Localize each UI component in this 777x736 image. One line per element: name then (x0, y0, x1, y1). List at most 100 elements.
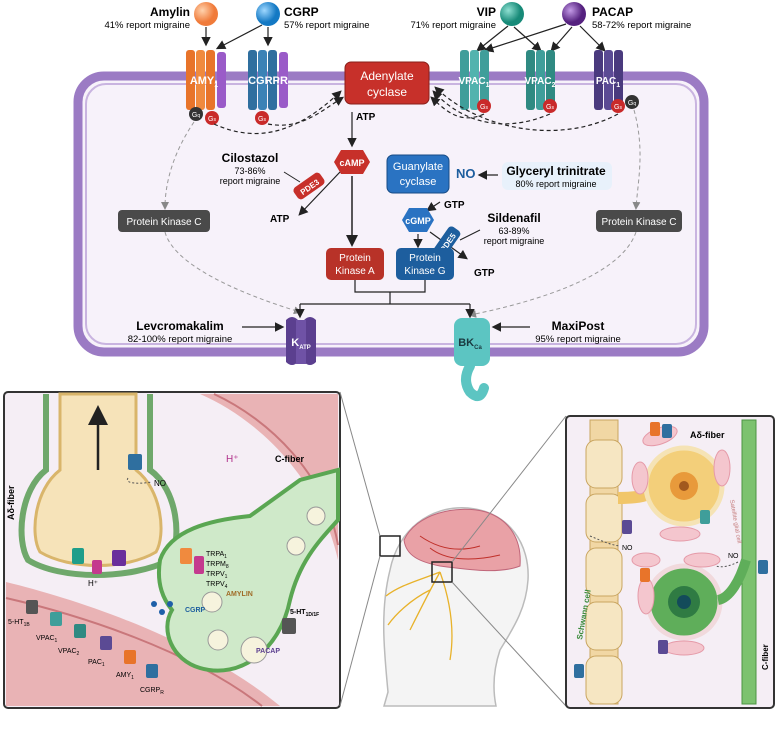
kinase-to-channel-lines (295, 280, 475, 319)
svg-text:41% report migraine: 41% report migraine (104, 20, 190, 31)
svg-text:NO: NO (728, 553, 739, 560)
gprotein-dashed-arrows (213, 86, 619, 135)
svg-text:R: R (280, 75, 288, 87)
svg-text:PAC1: PAC1 (596, 76, 620, 89)
svg-text:58-72% report migraine: 58-72% report migraine (592, 20, 691, 31)
vpac1-receptor: VPAC1 Gs (459, 50, 491, 113)
svg-text:C-fiber: C-fiber (275, 454, 304, 464)
vpac2-receptor: VPAC2 Gs (525, 50, 557, 113)
gtp-mid-label: GTP (444, 200, 465, 211)
head-illustration (339, 391, 567, 707)
protein-kinase-c-left: Protein Kinase C (118, 210, 210, 232)
svg-text:57% report migraine: 57% report migraine (284, 20, 370, 31)
svg-text:TRPV4: TRPV4 (206, 581, 228, 590)
svg-text:Gs: Gs (208, 116, 216, 123)
svg-text:Protein Kinase C: Protein Kinase C (126, 217, 201, 228)
maxipost-label: MaxiPost 95% report migraine (535, 319, 621, 345)
svg-text:TRPM8: TRPM8 (206, 561, 229, 570)
svg-text:Protein Kinase C: Protein Kinase C (601, 217, 676, 228)
svg-text:VIP: VIP (477, 5, 496, 19)
svg-text:Amylin: Amylin (150, 5, 190, 19)
svg-text:Gq: Gq (628, 100, 636, 107)
protein-kinase-a: Protein Kinase A (326, 248, 384, 280)
svg-text:report migraine: report migraine (220, 176, 281, 186)
svg-text:82-100% report migraine: 82-100% report migraine (128, 334, 233, 345)
pac1-receptor: PAC1 Gs Gq (594, 50, 639, 113)
svg-text:Cilostazol: Cilostazol (222, 151, 279, 165)
svg-text:73-86%: 73-86% (234, 166, 265, 176)
svg-text:NO: NO (622, 545, 633, 552)
svg-text:C-fiber: C-fiber (761, 644, 770, 670)
amylin-ligand: Amylin 41% report migraine (104, 2, 218, 31)
svg-text:BKCa: BKCa (458, 337, 482, 351)
svg-text:Kinase A: Kinase A (335, 266, 375, 277)
svg-text:TRPA1: TRPA1 (206, 551, 227, 560)
svg-text:Protein: Protein (409, 253, 441, 264)
atp-label: ATP (356, 112, 376, 123)
svg-text:VPAC1: VPAC1 (36, 635, 58, 644)
svg-text:cGMP: cGMP (405, 216, 431, 226)
svg-text:PAC1: PAC1 (88, 659, 105, 668)
svg-text:Aδ-fiber: Aδ-fiber (6, 485, 16, 520)
svg-text:CGRP: CGRP (284, 5, 319, 19)
svg-text:5-HT1D/1F: 5-HT1D/1F (290, 609, 319, 618)
svg-text:Kinase G: Kinase G (404, 266, 445, 277)
sildenafil-label: Sildenafil 63-89% report migraine (484, 211, 545, 246)
pacap-ligand: PACAP 58-72% report migraine (562, 2, 691, 31)
cgrp-ligand: CGRP 57% report migraine (256, 2, 370, 31)
bkca-channel: BKCa (454, 318, 490, 402)
svg-text:Guanylate: Guanylate (393, 161, 443, 173)
svg-text:Gs: Gs (614, 104, 622, 111)
cgrp-receptor: CGRP R Gs (248, 50, 288, 125)
svg-text:95% report migraine: 95% report migraine (535, 334, 621, 345)
svg-text:Gs: Gs (480, 104, 488, 111)
left-zoom-panel: Aδ-fiber NO H⁺ H⁺ C-fiber CGRP AMYLIN PA… (3, 391, 341, 709)
svg-text:63-89%: 63-89% (498, 226, 529, 236)
svg-text:AMY1: AMY1 (190, 75, 218, 89)
cgmp-node: cGMP (402, 208, 434, 232)
svg-text:Protein: Protein (339, 253, 371, 264)
svg-text:VPAC2: VPAC2 (58, 648, 80, 657)
svg-text:71% report migraine: 71% report migraine (410, 20, 496, 31)
svg-text:Glyceryl trinitrate: Glyceryl trinitrate (506, 164, 606, 178)
adenylate-cyclase: Adenylate cyclase (344, 61, 430, 105)
svg-text:AMY1: AMY1 (116, 672, 134, 681)
svg-text:report migraine: report migraine (484, 236, 545, 246)
svg-text:AMYLIN: AMYLIN (226, 591, 253, 598)
protein-kinase-g: Protein Kinase G (396, 248, 454, 280)
no-label: NO (456, 166, 476, 181)
svg-text:CGRPR: CGRPR (140, 687, 164, 696)
svg-text:Gs: Gs (258, 116, 266, 123)
svg-text:NO: NO (154, 479, 166, 488)
svg-text:Sildenafil: Sildenafil (487, 211, 540, 225)
svg-text:PACAP: PACAP (256, 648, 280, 655)
gtn-label: Glyceryl trinitrate 80% report migraine (502, 162, 612, 190)
svg-text:Gq: Gq (192, 112, 200, 119)
svg-text:5-HT1B: 5-HT1B (8, 619, 30, 628)
svg-text:80% report migraine: 80% report migraine (515, 179, 596, 189)
svg-text:Gs: Gs (546, 104, 554, 111)
right-zoom-panel: Schwann cell C-fiber Aδ-fiber Satellite … (565, 415, 775, 709)
svg-text:H⁺: H⁺ (88, 579, 98, 588)
svg-text:TRPV1: TRPV1 (206, 571, 228, 580)
svg-text:cAMP: cAMP (339, 158, 364, 168)
katp-channel: KATP (286, 317, 316, 365)
svg-text:cyclase: cyclase (400, 176, 437, 188)
svg-text:Aδ-fiber: Aδ-fiber (690, 430, 725, 440)
atp-left-label: ATP (270, 214, 290, 225)
protein-kinase-c-right: Protein Kinase C (596, 210, 682, 232)
camp-node: cAMP (334, 150, 370, 174)
svg-text:H⁺: H⁺ (226, 454, 239, 465)
cilostazol-label: Cilostazol 73-86% report migraine (220, 151, 281, 186)
vip-ligand: VIP 71% report migraine (410, 2, 524, 31)
amy1-receptor: AMY1 Gq Gs (186, 50, 226, 125)
guanylate-cyclase: Guanylate cyclase (386, 154, 450, 194)
svg-text:CGRP: CGRP (248, 75, 280, 87)
gtp-low-label: GTP (474, 268, 495, 279)
svg-text:CGRP: CGRP (185, 607, 206, 614)
svg-text:cyclase: cyclase (367, 85, 407, 99)
svg-text:VPAC2: VPAC2 (525, 76, 556, 89)
svg-text:MaxiPost: MaxiPost (552, 319, 605, 333)
svg-text:PACAP: PACAP (592, 5, 633, 19)
